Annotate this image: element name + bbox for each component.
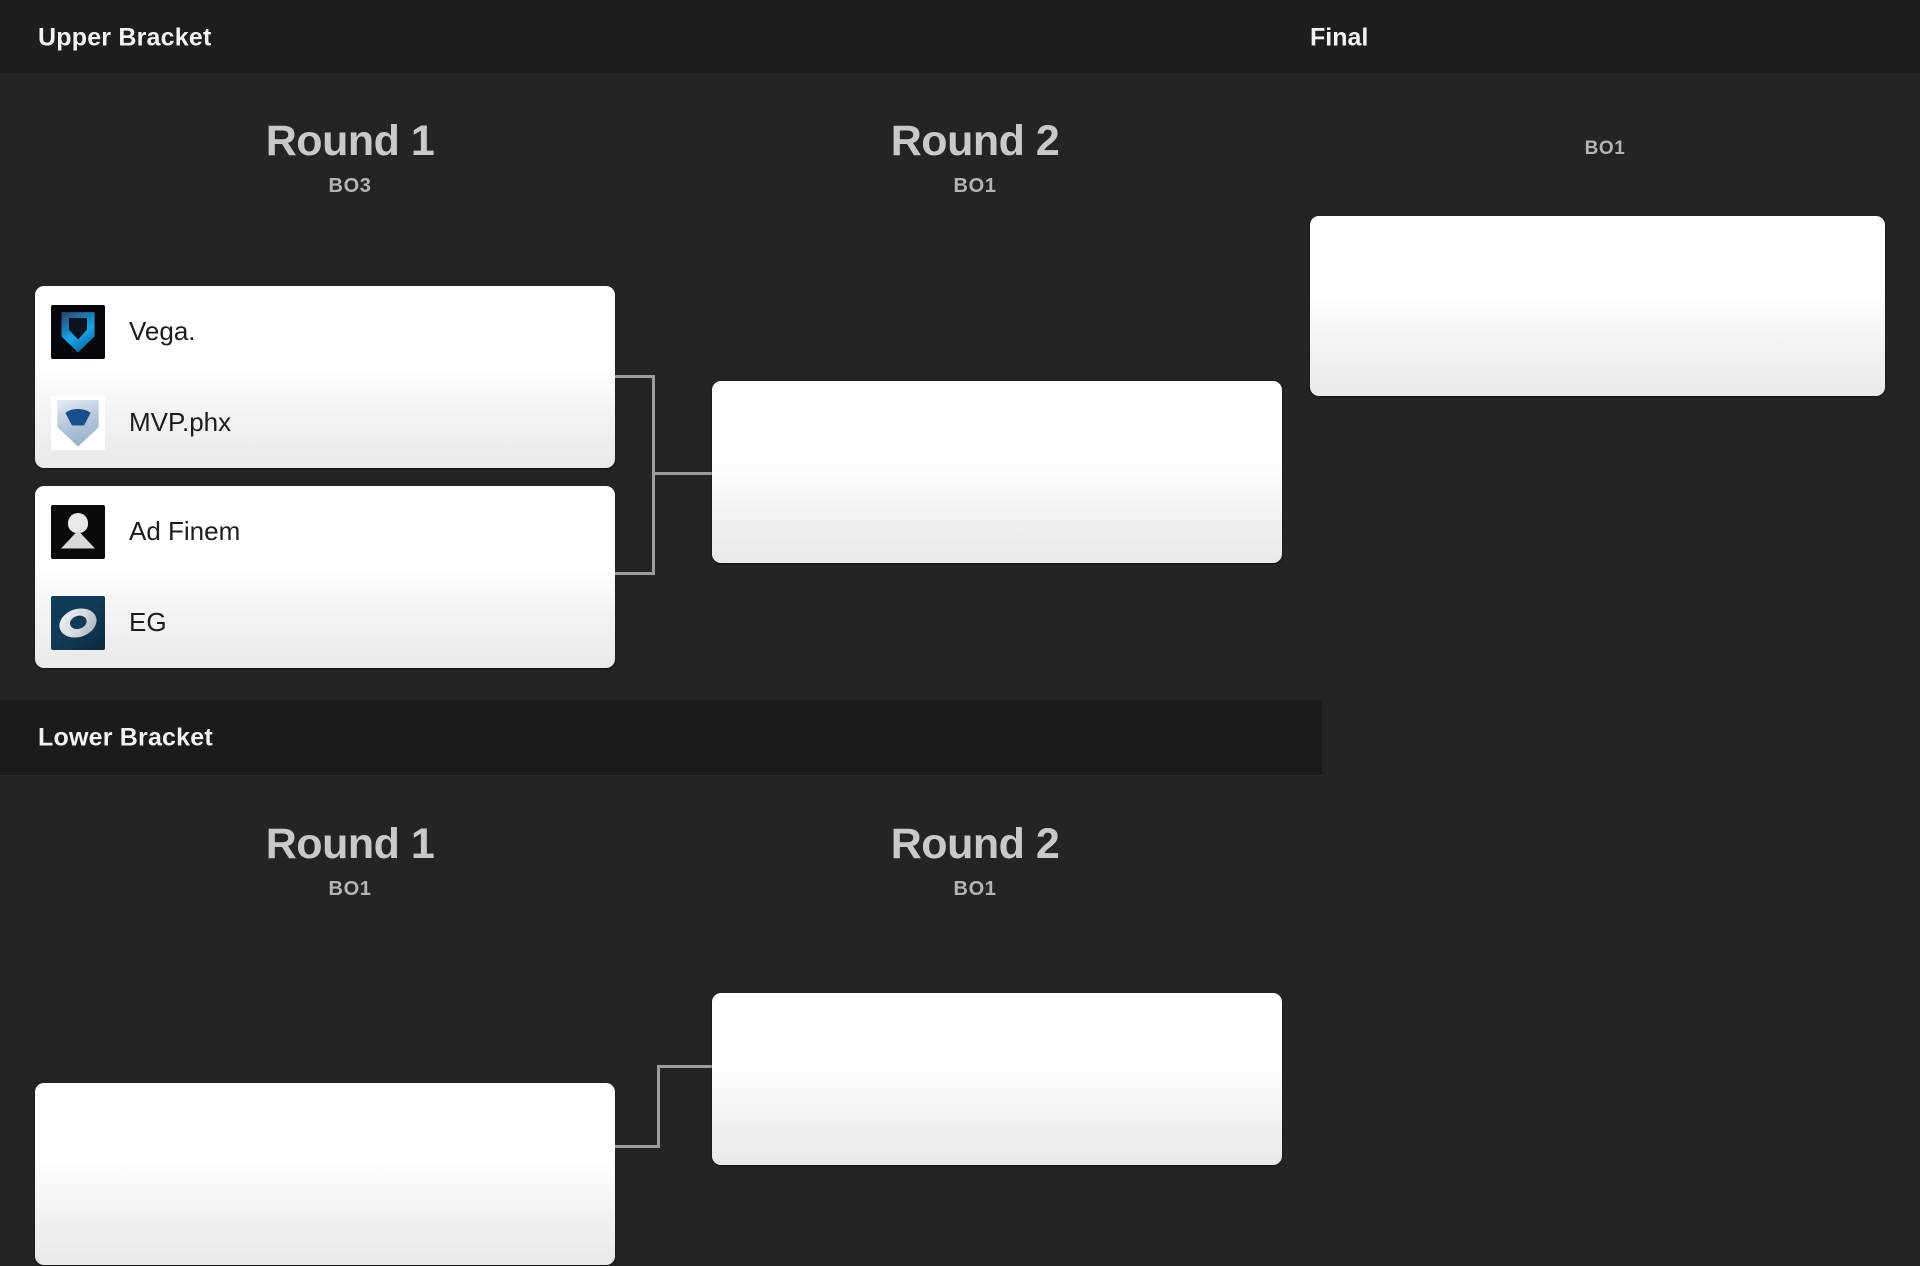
match-card[interactable] — [712, 381, 1282, 563]
bracket-connector-line — [615, 572, 655, 575]
evil-geniuses-icon — [51, 595, 105, 650]
team-row[interactable] — [712, 1079, 1282, 1165]
ad-finem-skull-icon — [51, 504, 105, 559]
lower-bracket-header-band: Lower Bracket — [0, 700, 1322, 776]
upper-round-1-name: Round 1 — [265, 117, 435, 165]
lower-round-1-name: Round 1 — [265, 820, 435, 868]
final-title: Final — [1310, 23, 1369, 51]
final-round-format: BO1 — [1584, 138, 1626, 159]
match-card[interactable] — [1310, 216, 1885, 396]
lower-round-2-name: Round 2 — [890, 820, 1060, 868]
upper-bracket-title: Upper Bracket — [38, 23, 212, 51]
team-row[interactable]: EG — [35, 577, 615, 668]
bracket-connector-line — [657, 1065, 715, 1068]
bracket-connector-line — [652, 472, 712, 475]
team-name: EG — [129, 607, 167, 637]
team-row[interactable]: Ad Finem — [35, 486, 615, 577]
lower-round-1-heading: Round 1 BO1 — [180, 823, 520, 901]
bracket-connector-line — [615, 375, 655, 378]
vega-shield-icon — [51, 304, 105, 359]
bracket-connector-line — [615, 1145, 660, 1148]
lower-round-1-format: BO1 — [328, 878, 372, 900]
upper-round-2-format: BO1 — [953, 175, 997, 197]
upper-round-1-format: BO3 — [328, 175, 372, 197]
team-row[interactable] — [712, 993, 1282, 1079]
upper-round-1-heading: Round 1 BO3 — [180, 120, 520, 198]
match-card[interactable]: Vega. MVP.phx — [35, 286, 615, 468]
team-row[interactable] — [712, 381, 1282, 472]
team-row[interactable] — [35, 1174, 615, 1265]
team-row[interactable]: MVP.phx — [35, 377, 615, 468]
upper-round-2-heading: Round 2 BO1 — [805, 120, 1145, 198]
team-name: Ad Finem — [129, 516, 241, 546]
team-row[interactable] — [1310, 306, 1885, 396]
team-name: Vega. — [129, 316, 196, 346]
team-row[interactable] — [35, 1083, 615, 1174]
match-card[interactable] — [712, 993, 1282, 1165]
lower-bracket-title: Lower Bracket — [38, 723, 213, 752]
team-row[interactable]: Vega. — [35, 286, 615, 377]
bracket-connector-line — [652, 375, 655, 575]
team-name: MVP.phx — [129, 407, 232, 437]
match-card[interactable] — [35, 1083, 615, 1265]
team-row[interactable] — [712, 472, 1282, 563]
upper-bracket-header-band: Upper Bracket Final — [0, 0, 1920, 75]
lower-round-2-heading: Round 2 BO1 — [805, 823, 1145, 901]
final-round-heading: BO1 — [1435, 138, 1775, 160]
team-row[interactable] — [1310, 216, 1885, 306]
bracket-connector-line — [657, 1065, 660, 1148]
lower-round-2-format: BO1 — [953, 878, 997, 900]
match-card[interactable]: Ad Finem EG — [35, 486, 615, 668]
upper-round-2-name: Round 2 — [890, 117, 1060, 165]
mvp-phoenix-shield-icon — [51, 395, 105, 450]
